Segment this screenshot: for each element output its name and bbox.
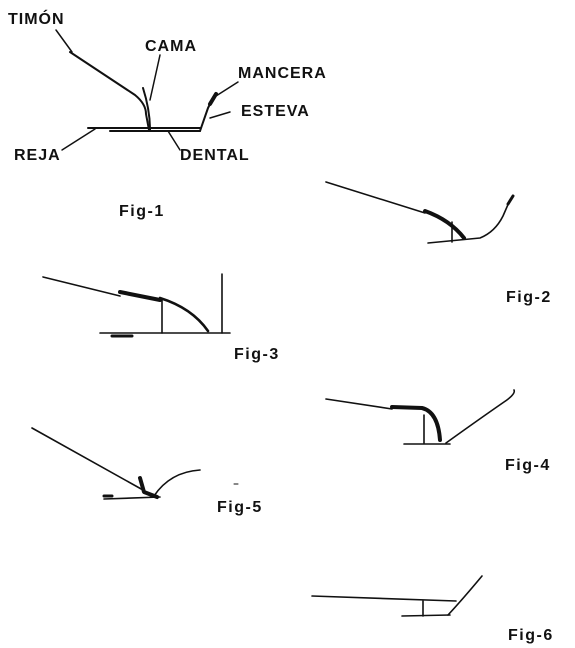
fig5-share-body [138, 476, 159, 499]
label-mancera: MANCERA [238, 65, 327, 82]
fig2-plough [325, 181, 515, 244]
fig6-sole [401, 614, 451, 617]
caption-fig2: Fig-2 [506, 289, 552, 306]
fig5-beam [31, 427, 144, 491]
fig1-leader-timon [55, 29, 73, 53]
fig3-beam [42, 276, 121, 297]
fig1-leader-dental [167, 130, 181, 151]
label-dental: DENTAL [180, 147, 250, 164]
fig3-mouldboard [158, 296, 210, 333]
caption-fig3: Fig-3 [234, 346, 280, 363]
label-timon: TIMÓN [8, 11, 65, 28]
fig4-beam [325, 398, 393, 410]
fig1-mancera-tip [208, 92, 218, 106]
fig1-leader-mancera [215, 81, 239, 97]
fig4-mouldboard [390, 405, 442, 442]
fig6-plough [311, 575, 483, 617]
caption-fig6: Fig-6 [508, 627, 554, 644]
caption-fig4: Fig-4 [505, 457, 551, 474]
fig2-handle-tip [506, 194, 515, 206]
fig5-sole [103, 496, 161, 500]
fig4-handle [445, 389, 516, 444]
fig2-sole [427, 199, 511, 244]
label-reja: REJA [14, 147, 61, 164]
fig2-mouldboard [423, 209, 466, 240]
caption-fig1: Fig-1 [119, 203, 165, 220]
fig2-beam [325, 181, 426, 214]
fig4-plough [325, 389, 516, 445]
fig6-esteva [447, 575, 483, 616]
label-esteva: ESTEVA [241, 103, 310, 120]
caption-fig5: Fig-5 [217, 499, 263, 516]
label-cama: CAMA [145, 38, 197, 55]
fig3-board-top [118, 290, 162, 302]
fig1-cama-curve [142, 87, 151, 131]
fig5-plough [31, 427, 239, 500]
fig1-plough [55, 29, 239, 151]
fig6-beam [311, 595, 457, 602]
fig1-beam [69, 51, 150, 131]
fig3-plough [42, 273, 231, 338]
fig1-leader-esteva [209, 111, 231, 119]
fig1-leader-reja [61, 128, 96, 151]
fig1-leader-cama [149, 54, 161, 101]
fig5-handle [153, 469, 201, 497]
